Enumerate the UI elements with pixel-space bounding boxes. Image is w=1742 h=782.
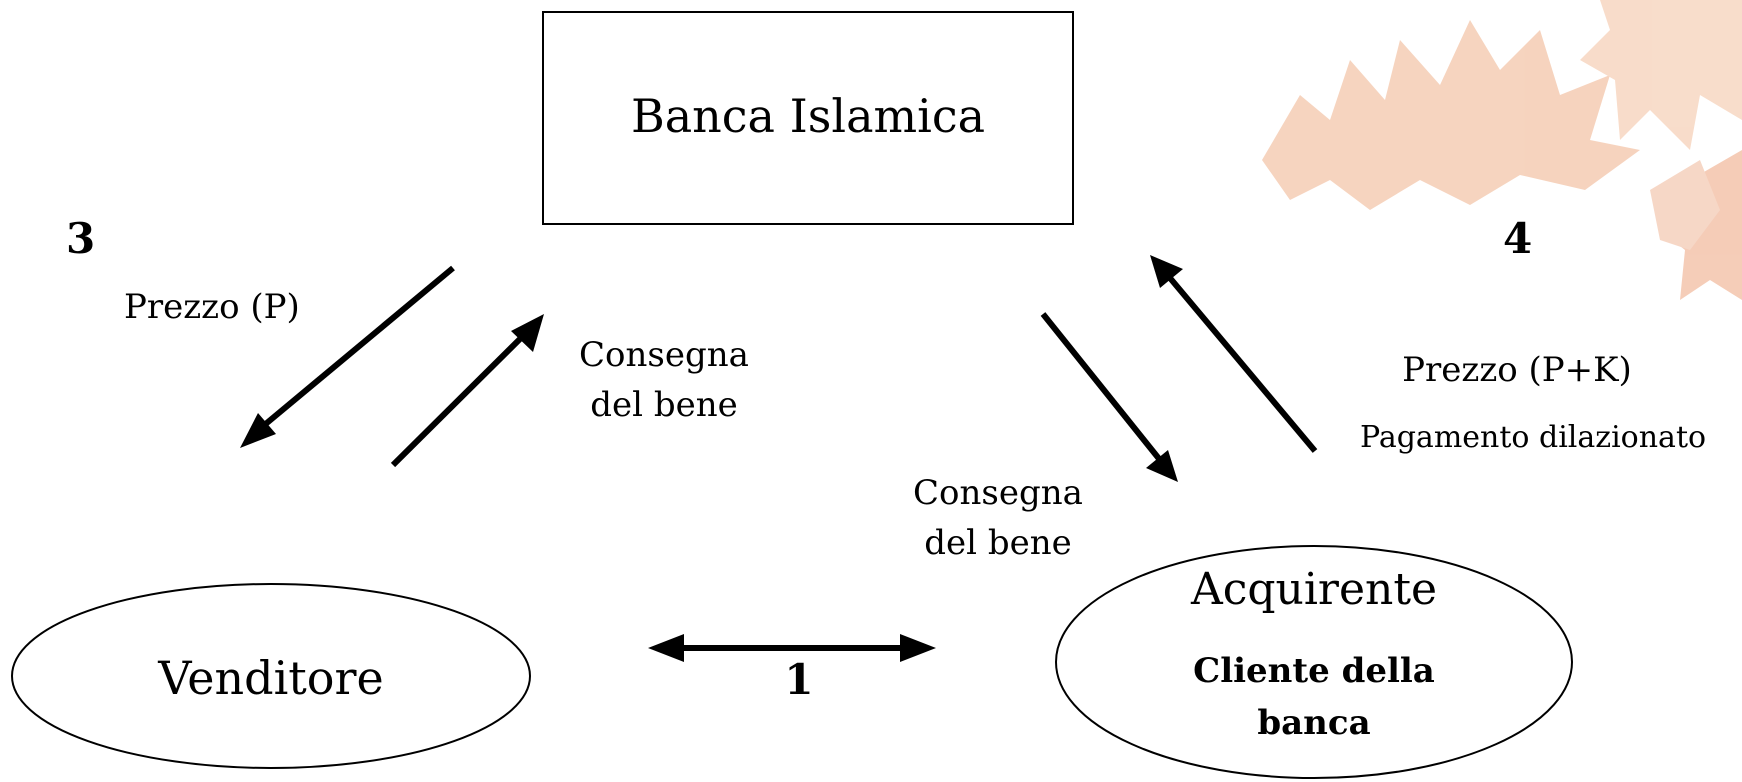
- seller-label: Venditore: [157, 651, 383, 705]
- buyer-label: Acquirente: [1190, 564, 1437, 615]
- step-4-number: 4: [1503, 214, 1532, 263]
- price-p-label: Prezzo (P): [124, 287, 300, 327]
- double-arrow-seller-buyer: [648, 634, 936, 662]
- leaf-decoration: [1262, 0, 1742, 300]
- bank-box: [542, 11, 1074, 225]
- price-pk-label: Prezzo (P+K): [1402, 350, 1632, 390]
- arrow-bank-to-seller: [240, 265, 455, 448]
- arrow-bank-to-buyer: [1040, 312, 1178, 482]
- seller-ellipse: [11, 583, 531, 769]
- step-1-number: 1: [784, 655, 813, 704]
- delivery-to-bank-label-line1: Consegna: [579, 335, 749, 375]
- bank-label: Banca Islamica: [631, 89, 985, 143]
- step-3-number: 3: [66, 214, 95, 263]
- arrow-seller-to-bank: [390, 314, 544, 468]
- delivery-to-buyer-label-line1: Consegna: [913, 473, 1083, 513]
- buyer-ellipse: [1055, 545, 1573, 779]
- delivery-to-bank-label-line2: del bene: [590, 385, 737, 425]
- leaf-shape-2: [1580, 0, 1742, 150]
- buyer-sublabel-line2: banca: [1257, 703, 1370, 743]
- buyer-sublabel-line1: Cliente della: [1193, 651, 1435, 691]
- delivery-to-buyer-label-line2: del bene: [924, 523, 1071, 563]
- leaf-shape-1: [1262, 20, 1640, 210]
- deferred-payment-label: Pagamento dilazionato: [1360, 420, 1706, 455]
- leaf-shape-4: [1650, 160, 1720, 250]
- arrow-buyer-to-bank: [1150, 255, 1318, 453]
